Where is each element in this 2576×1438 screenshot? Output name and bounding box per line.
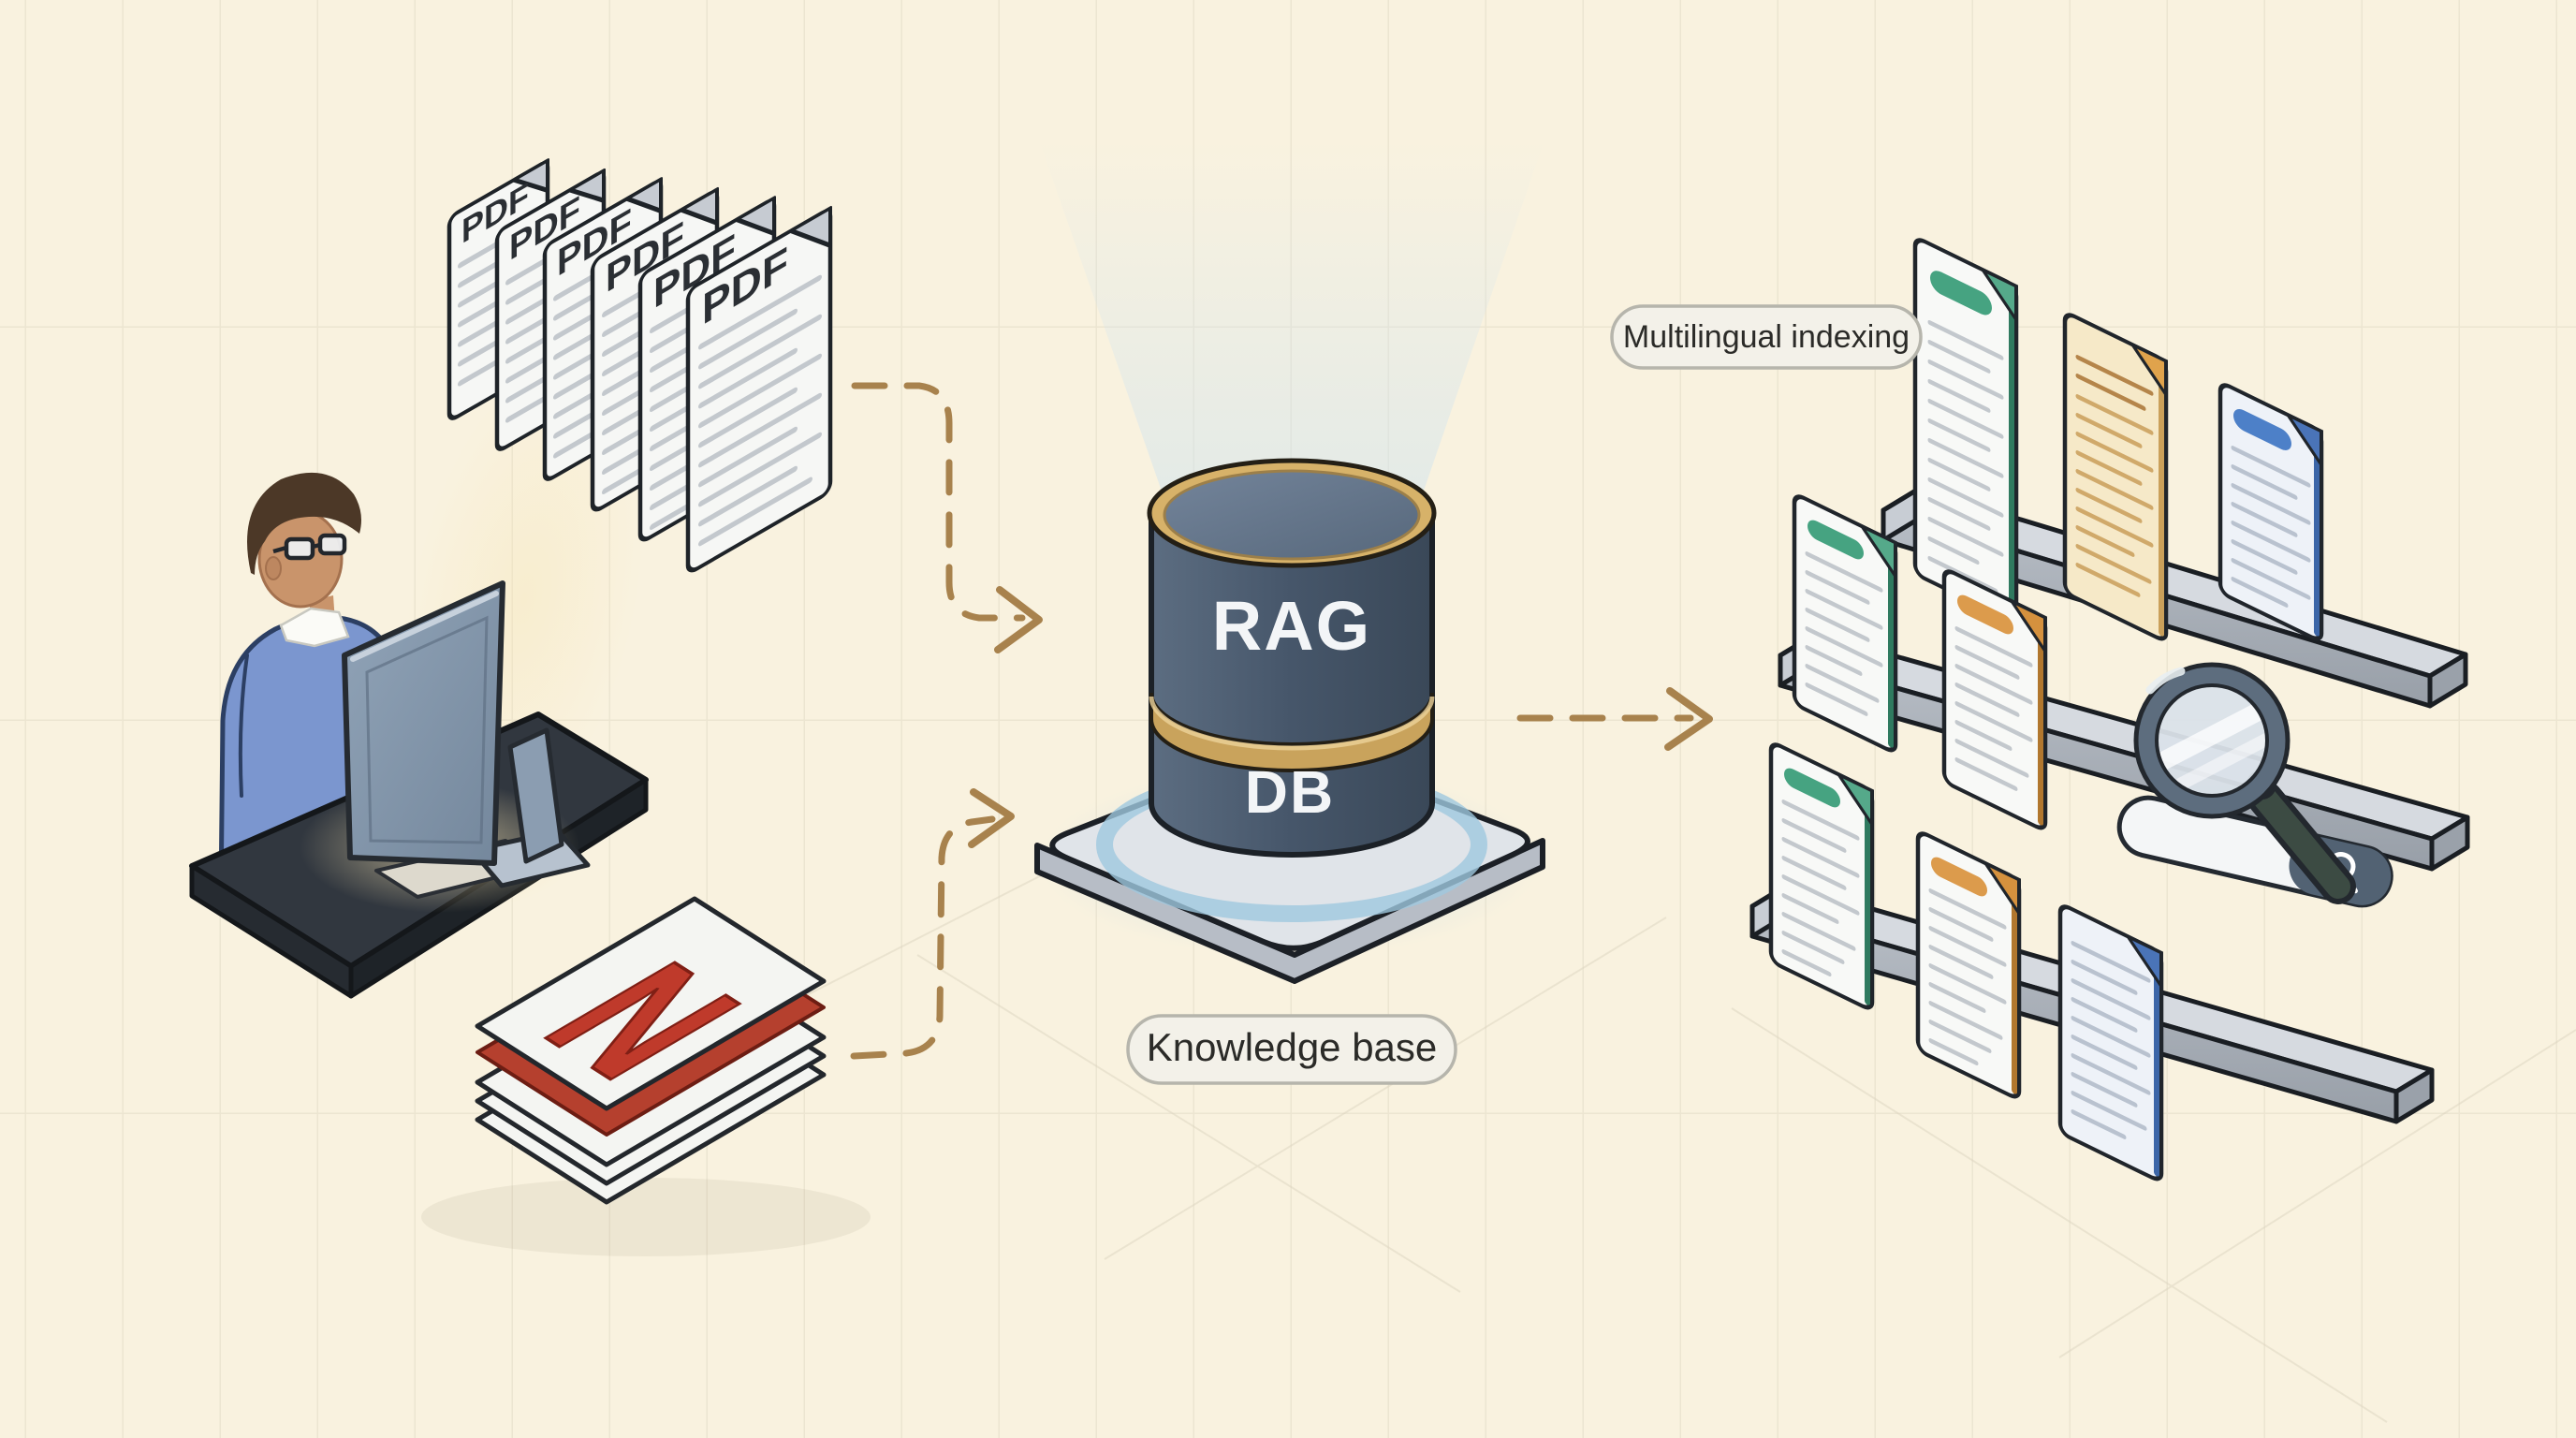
folded-corner-icon: [625, 177, 663, 213]
db-gold-band-highlight: [1149, 696, 1435, 751]
folded-corner-icon: [1978, 265, 2018, 326]
magnifier-handle: [2253, 786, 2350, 899]
knowledge-base-text: Knowledge base: [1147, 1025, 1438, 1069]
flow-arrow-pdf-to-db: [851, 382, 1026, 622]
indexed-document-green: [1912, 238, 2019, 623]
index-shelf-3: [1749, 742, 2435, 1181]
monitor-back-panel: [342, 580, 505, 866]
doc-title-bar: [1931, 857, 1987, 897]
folded-corner-icon: [789, 205, 832, 248]
indexed-document-blue: [2057, 904, 2164, 1181]
arrowhead-icon: [1664, 687, 1713, 751]
monitor-stand: [507, 727, 564, 864]
person-ear: [265, 556, 282, 580]
folded-corner-icon: [2128, 340, 2168, 401]
db-cylinder-body: [1149, 513, 1435, 858]
monitor-rim-highlight: [350, 591, 499, 662]
magnifier-rim-outline: [2133, 662, 2291, 819]
platform-side: [1034, 838, 1545, 984]
folded-corner-icon: [512, 158, 549, 193]
monitor-icon: [342, 580, 591, 888]
index-shelf-1: [1881, 238, 2468, 709]
doc-title-bar: [2233, 408, 2291, 450]
folded-corner-icon: [2283, 410, 2323, 471]
folded-corner-icon: [680, 186, 719, 226]
light-beam: [1039, 140, 1544, 521]
multilingual-indexing-label: Multilingual indexing: [1610, 304, 1923, 370]
monitor-inner-line: [365, 615, 489, 844]
magnifying-glass-icon: [2133, 662, 2356, 904]
arrowhead-icon: [994, 586, 1043, 653]
folded-corner-icon: [735, 196, 776, 236]
lens-highlight: [2162, 730, 2276, 798]
shelf-end: [2427, 652, 2468, 709]
db-top-surface: [1163, 469, 1421, 561]
pdf-document: PDF: [685, 205, 833, 573]
shelf-end: [2393, 1067, 2435, 1124]
doc-title-bar: [1957, 594, 2013, 635]
lens-highlight: [2148, 697, 2275, 774]
folded-corner-icon: [2007, 596, 2047, 657]
folded-corner-icon: [2123, 932, 2163, 992]
doc-title-bar: [1808, 520, 1864, 560]
magnifier-rim: [2137, 666, 2287, 815]
folded-corner-icon: [568, 168, 606, 203]
doc-title-bar: [1930, 271, 1992, 315]
database-icon: RAG DB: [1034, 140, 1545, 984]
arrowhead-icon: [968, 788, 1015, 848]
indexed-document-orange: [1915, 831, 2022, 1099]
indexed-document-green: [1768, 742, 1875, 1010]
doc-title-bar: [1784, 768, 1840, 808]
indexed-document-green: [1792, 494, 1898, 753]
sweater-seam: [238, 653, 249, 798]
pdf-stack: PDF PDF PDF PDF PDF: [446, 158, 833, 573]
db-label-db: DB: [1245, 758, 1335, 826]
folded-corner-icon: [1834, 770, 1874, 830]
knowledge-base-label: Knowledge base: [1126, 1014, 1457, 1085]
magnifier-rim-inner-outline: [2155, 683, 2269, 798]
folded-corner-icon: [1981, 858, 2021, 919]
notes-shadow: [421, 1178, 871, 1256]
db-label-rag: RAG: [1212, 587, 1371, 665]
flow-arrow-notes-to-db: [850, 815, 996, 1060]
indexed-document-cream: [2062, 313, 2169, 641]
rim-highlight: [2145, 667, 2186, 695]
db-gold-band: [1149, 692, 1434, 772]
indexed-document-blue: [2217, 383, 2324, 641]
notes-cover: [475, 896, 827, 1111]
multilingual-indexing-text: Multilingual indexing: [1623, 319, 1910, 355]
shelf-end: [2429, 814, 2470, 872]
person-hair: [247, 472, 361, 575]
indexed-document-orange: [1941, 569, 2048, 830]
shirt-collar: [279, 607, 350, 648]
flow-arrows: [850, 382, 1713, 1060]
glasses-icon: [272, 533, 347, 561]
index-shelf-2: [1778, 494, 2470, 908]
folded-corner-icon: [1857, 521, 1897, 582]
